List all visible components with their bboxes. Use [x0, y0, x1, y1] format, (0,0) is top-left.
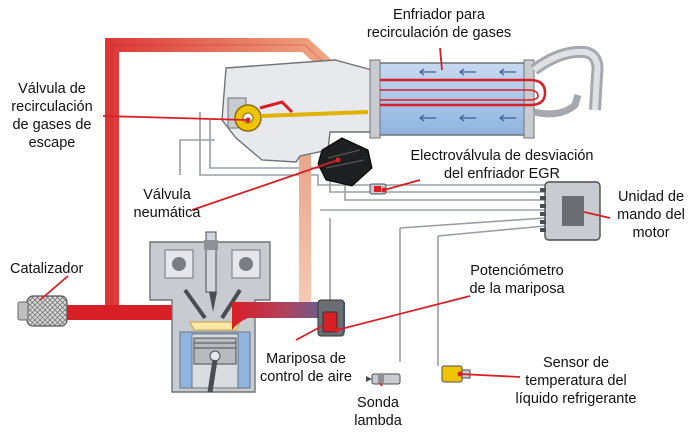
label-lambda-sensor: Sonda lambda [346, 394, 410, 430]
lambda-sensor [366, 373, 401, 385]
label-line: mando del [617, 207, 685, 223]
leader-lines [39, 47, 611, 387]
label-line: motor [632, 225, 670, 241]
label-throttle-valve: Mariposa de control de aire [250, 350, 362, 386]
label-egr-bypass-solenoid: Electroválvula de desviación del enfriad… [392, 147, 612, 183]
label-line: Catalizador [10, 261, 84, 277]
label-line: Unidad de [617, 189, 685, 205]
engine-block [149, 241, 271, 393]
label-pneumatic-valve: Válvula neumática [122, 186, 212, 222]
label-egr-valve: Válvula de recirculación de gases de esc… [0, 80, 104, 152]
label-coolant-temp-sensor: Sensor de temperatura del líquido refrig… [502, 354, 650, 408]
engine-control-unit [540, 181, 601, 241]
egr-valve-housing [221, 59, 373, 163]
label-line: control de aire [260, 369, 352, 385]
fuel-injector [204, 231, 218, 312]
label-line: lambda [354, 413, 402, 429]
label-line: temperatura del [525, 373, 627, 389]
label-line: Electroválvula de desviación [410, 148, 594, 164]
throttle-body [317, 299, 345, 337]
label-line: de la mariposa [469, 281, 565, 297]
label-line: escape [28, 135, 76, 151]
label-line: de gases de [12, 117, 92, 133]
label-line: Válvula de [18, 81, 86, 97]
label-line: neumática [133, 205, 201, 221]
label-line: Mariposa de [266, 351, 346, 367]
label-catalyst: Catalizador [10, 260, 83, 278]
label-line: Válvula [143, 187, 191, 203]
pneumatic-actuator [317, 137, 373, 187]
label-engine-control-unit: Unidad de mando del motor [608, 188, 694, 242]
label-line: Sensor de [542, 355, 610, 371]
label-line: recirculación de gases [366, 25, 512, 41]
intake-manifold [232, 302, 345, 330]
label-throttle-potentiometer: Potenciómetro de la mariposa [452, 262, 582, 298]
label-line: Potenciómetro [470, 263, 564, 279]
label-line: líquido refrigerante [515, 391, 637, 407]
catalyst [17, 295, 68, 327]
label-line: recirculación [11, 99, 93, 115]
label-egr-cooler: Enfriador para recirculación de gases [344, 6, 534, 42]
egr-cooler [369, 45, 604, 139]
label-line: Enfriador para [393, 7, 485, 23]
label-line: Sonda [357, 395, 399, 411]
label-line: del enfriador EGR [443, 166, 561, 182]
egr-return-pipe [299, 150, 311, 305]
